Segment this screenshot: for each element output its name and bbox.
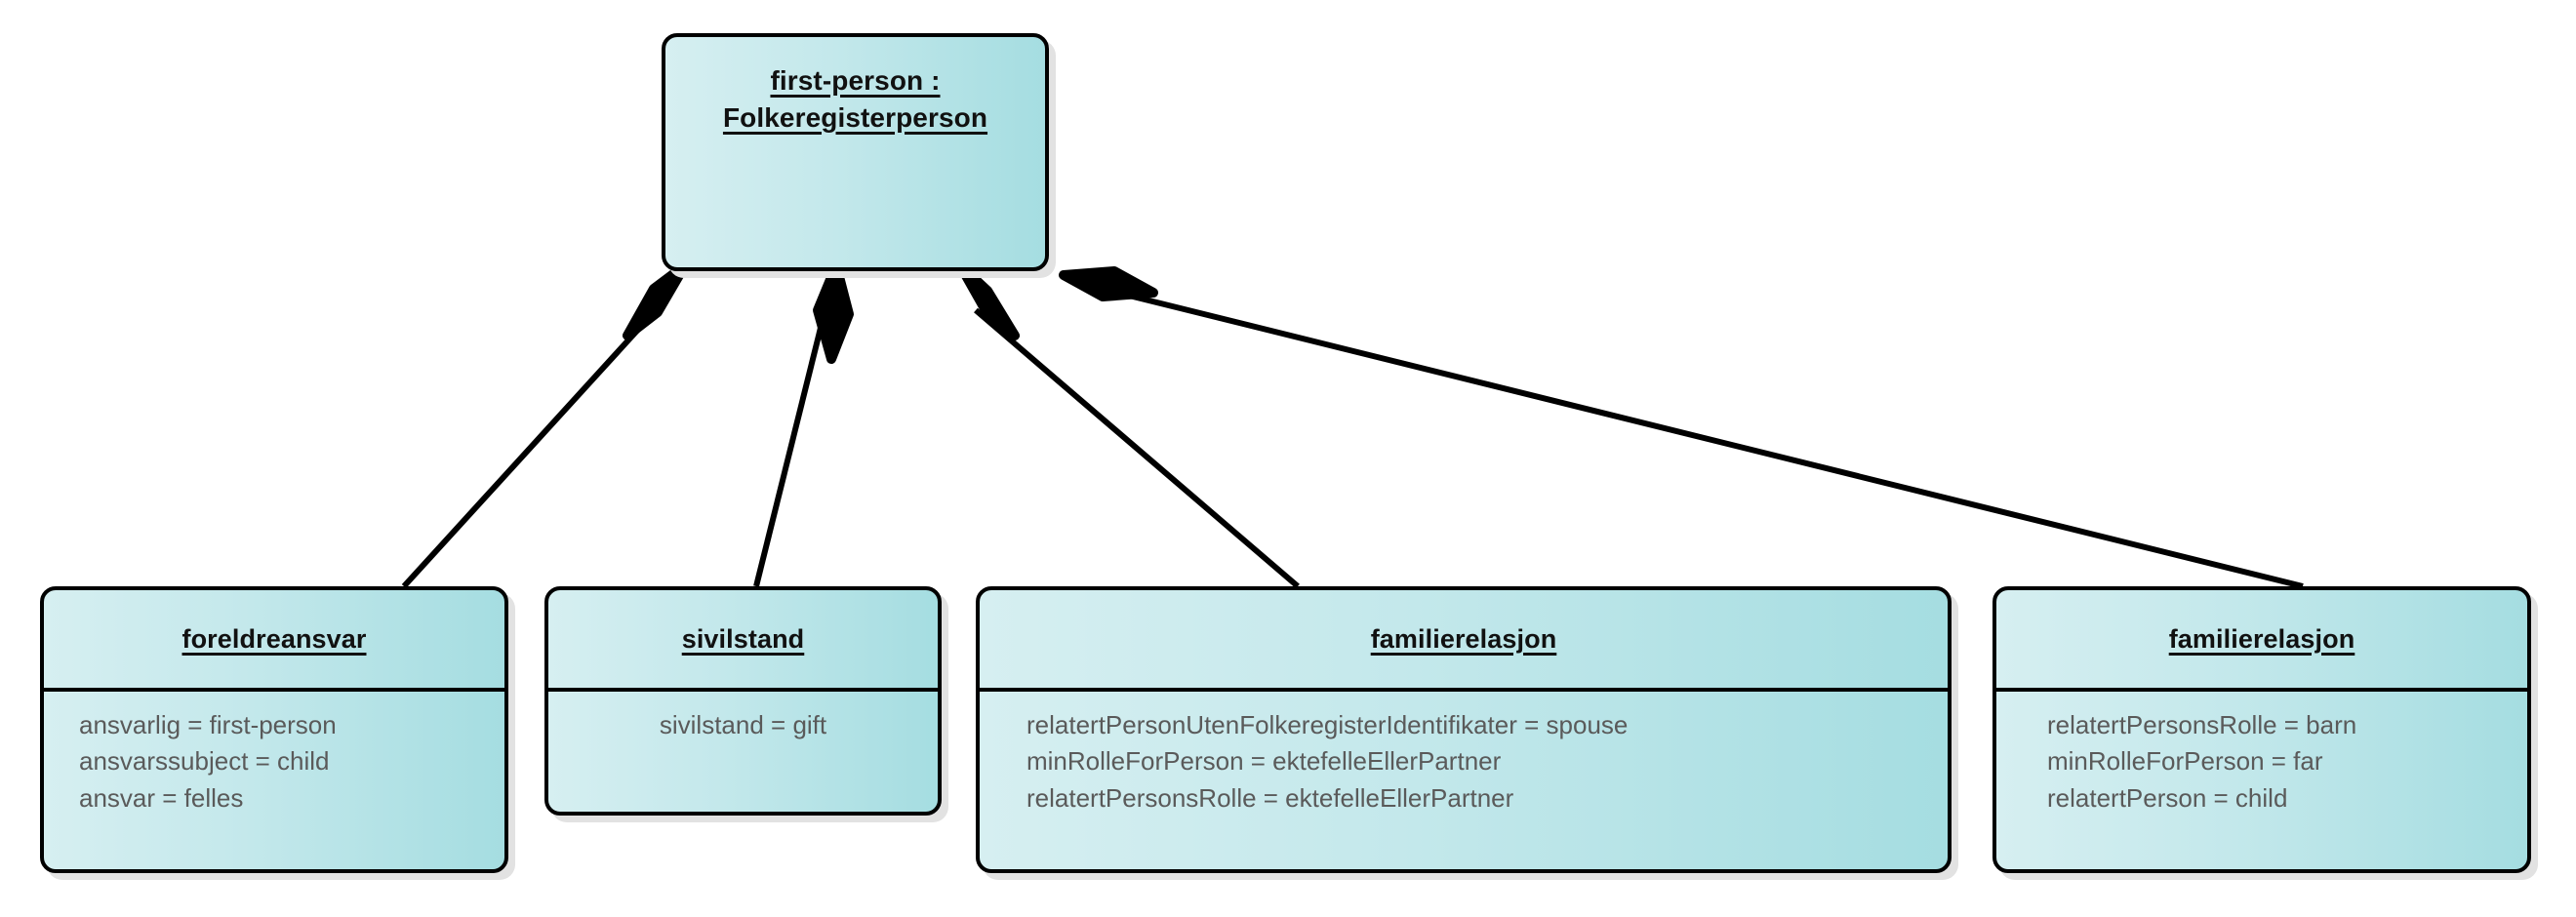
attribute-row: ansvar = felles — [79, 782, 244, 813]
node-title-band: familierelasjon — [980, 590, 1948, 692]
node-title-band: first-person : Folkeregisterperson — [665, 37, 1045, 267]
composition-line-familierelasjon-child — [1116, 290, 2304, 589]
attribute-compartment: relatertPersonsRolle = barn minRolleForP… — [1996, 692, 2527, 817]
uml-object-sivilstand[interactable]: sivilstand sivilstand = gift — [544, 586, 942, 816]
attribute-compartment: sivilstand = gift — [548, 692, 938, 743]
composition-diamond-sivilstand — [813, 260, 854, 364]
attribute-compartment: relatertPersonUtenFolkeregisterIdentifik… — [980, 692, 1948, 817]
object-title: familierelasjon — [1370, 623, 1557, 654]
attribute-row: minRolleForPerson = ektefelleEllerPartne… — [1026, 746, 1502, 777]
composition-line-sivilstand — [753, 311, 827, 587]
uml-object-familierelasjon-spouse[interactable]: familierelasjon relatertPersonUtenFolker… — [976, 586, 1952, 873]
uml-object-foreldreansvar[interactable]: foreldreansvar ansvarlig = first-person … — [40, 586, 508, 873]
node-title-band: sivilstand — [548, 590, 938, 692]
object-title-line-2: Folkeregisterperson — [722, 101, 988, 133]
object-title: sivilstand — [681, 623, 805, 654]
composition-diamond-foreldreansvar — [623, 260, 690, 340]
node-title-band: familierelasjon — [1996, 590, 2527, 692]
attribute-row: relatertPersonsRolle = barn — [2047, 710, 2357, 739]
object-title: familierelasjon — [2168, 623, 2355, 654]
node-title-band: foreldreansvar — [44, 590, 504, 692]
uml-object-familierelasjon-child[interactable]: familierelasjon relatertPersonsRolle = b… — [1992, 586, 2531, 873]
attribute-row: relatertPerson = child — [2047, 782, 2288, 813]
uml-object-first-person[interactable]: first-person : Folkeregisterperson — [662, 33, 1049, 271]
composition-diamond-familierelasjon-spouse — [955, 260, 1020, 340]
attribute-row: ansvarlig = first-person — [79, 710, 337, 739]
object-title: foreldreansvar — [181, 623, 367, 654]
composition-diamond-familierelasjon-child — [1059, 266, 1158, 301]
attribute-row: minRolleForPerson = far — [2047, 746, 2323, 777]
composition-line-foreldreansvar — [401, 307, 659, 589]
composition-line-familierelasjon-spouse — [974, 307, 1300, 589]
attribute-row: ansvarssubject = child — [79, 746, 330, 777]
attribute-compartment: ansvarlig = first-person ansvarssubject … — [44, 692, 504, 817]
attribute-row: sivilstand = gift — [659, 710, 827, 739]
attribute-row: relatertPersonUtenFolkeregisterIdentifik… — [1026, 710, 1629, 739]
attribute-row: relatertPersonsRolle = ektefelleEllerPar… — [1026, 782, 1514, 813]
object-title-line-1: first-person : — [770, 65, 941, 96]
